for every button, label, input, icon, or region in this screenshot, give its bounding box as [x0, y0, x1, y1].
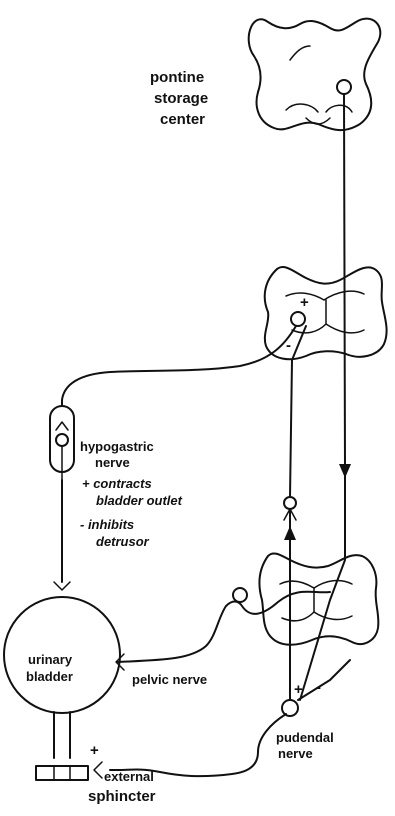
- bladder-neck: [54, 712, 70, 758]
- ascending-arrowhead: [284, 526, 296, 540]
- contracts-label-line1: + contracts: [82, 476, 152, 491]
- thoracic-sympathetic-neuron: [291, 312, 305, 326]
- pontine-label-line1: pontine: [150, 69, 204, 86]
- sphincter-label-line1: external: [104, 769, 154, 784]
- pontine-label-line3: center: [160, 111, 205, 128]
- contracts-label-line2: bladder outlet: [96, 493, 183, 508]
- external-sphincter: [36, 766, 88, 780]
- sphincter-terminal: [94, 762, 102, 778]
- sphincter-urethra-lines: [54, 766, 70, 780]
- thoracic-minus-sign: -: [286, 337, 291, 354]
- sphincter-plus-sign: +: [90, 742, 99, 759]
- pelvic-nerve-path: [118, 592, 330, 662]
- descending-pontine-tract: [300, 94, 345, 700]
- pons-section: [249, 19, 381, 130]
- pontine-label-line2: storage: [154, 90, 208, 107]
- hypogastric-label-line1: hypogastric: [80, 439, 154, 454]
- pontine-label: pontine storage center: [150, 69, 208, 128]
- afferent-to-thoracic: [290, 326, 306, 497]
- bladder-label-line1: urinary: [28, 652, 73, 667]
- sacral-parasympathetic-neuron: [282, 700, 298, 716]
- hypogastric-nerve-path: [62, 326, 296, 406]
- hypogastric-ganglion-cell: [56, 434, 68, 446]
- bladder-label-line2: bladder: [26, 669, 73, 684]
- sacral-minus-sign: -: [316, 679, 321, 696]
- hypogastric-label: hypogastric nerve + contracts bladder ou…: [80, 439, 183, 549]
- inhibits-label-line1: - inhibits: [80, 517, 134, 532]
- pontine-neuron: [337, 80, 351, 94]
- sphincter-label-line2: sphincter: [88, 788, 156, 805]
- inhibits-label-line2: detrusor: [96, 534, 150, 549]
- thoracic-plus-sign: +: [300, 294, 309, 311]
- afferent-ganglion-cell: [284, 497, 296, 509]
- pudendal-label-line2: nerve: [278, 746, 313, 761]
- pelvic-nerve-label: pelvic nerve: [132, 672, 207, 687]
- pelvic-ganglion-cell: [233, 588, 247, 602]
- descending-arrowhead: [339, 464, 351, 478]
- pudendal-nerve-path: [110, 714, 286, 776]
- sacral-plus-sign: +: [294, 681, 303, 698]
- hypogastric-terminal: [54, 582, 70, 590]
- pudendal-label-line1: pudendal: [276, 730, 334, 745]
- thoracolumbar-cord-section: [265, 267, 387, 359]
- hypogastric-label-line2: nerve: [95, 455, 130, 470]
- sacral-cord-section: [260, 553, 379, 644]
